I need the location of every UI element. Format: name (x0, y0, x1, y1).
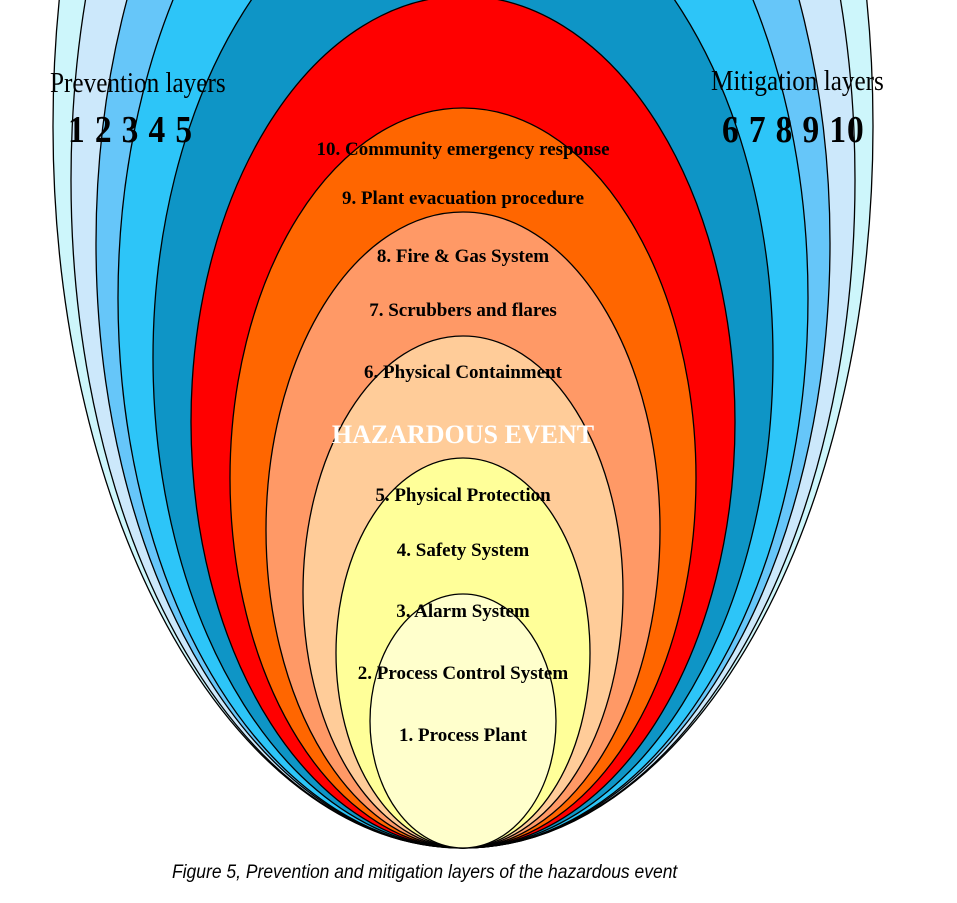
layer-label: 9. Plant evacuation procedure (342, 188, 584, 209)
layer-ellipses (52, 0, 874, 849)
mitigation-layer-numbers: 6 7 8 9 10 (722, 109, 865, 151)
mitigation-heading: Mitigation layers (711, 66, 884, 97)
layer-ring-11 (369, 593, 557, 849)
layer-label: 6. Physical Containment (364, 362, 563, 383)
hazardous-event-label: HAZARDOUS EVENT (332, 420, 594, 449)
layer-label: 2. Process Control System (358, 663, 569, 684)
layer-label: 10. Community emergency response (316, 139, 609, 160)
layer-label: 1. Process Plant (399, 725, 528, 746)
figure-caption: Figure 5, Prevention and mitigation laye… (172, 862, 678, 883)
layer-labels: 10. Community emergency response 9. Plant… (316, 139, 609, 746)
layer-label: 4. Safety System (397, 540, 530, 561)
layer-label: 8. Fire & Gas System (377, 246, 549, 267)
layer-label: 5. Physical Protection (375, 485, 551, 506)
prevention-layer-numbers: 1 2 3 4 5 (68, 109, 193, 151)
layer-label: 3. Alarm System (396, 601, 530, 622)
layer-label: 7. Scrubbers and flares (369, 300, 557, 321)
prevention-heading: Prevention layers (50, 68, 226, 99)
